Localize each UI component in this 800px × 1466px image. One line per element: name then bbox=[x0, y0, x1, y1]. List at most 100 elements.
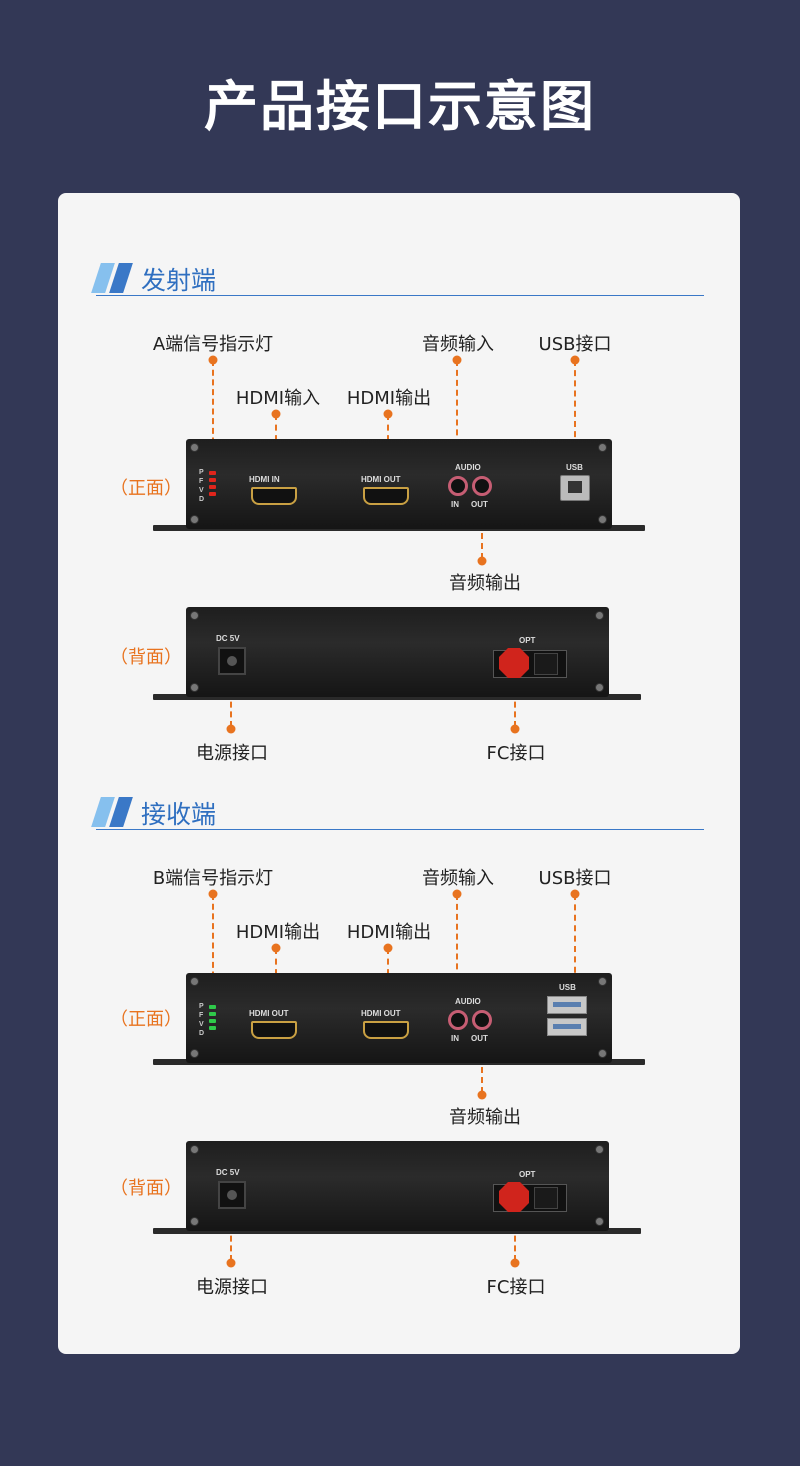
screw-icon bbox=[190, 683, 199, 692]
indicator-leds bbox=[209, 471, 216, 499]
led-letter: D bbox=[199, 1030, 205, 1037]
callout-dot bbox=[226, 724, 236, 734]
power-callout: 电源接口 bbox=[196, 1277, 268, 1298]
audio-jack-icon bbox=[448, 476, 468, 496]
screw-icon bbox=[598, 977, 607, 986]
audio-out-callout: 音频输出 bbox=[449, 573, 521, 594]
hdmi1-callout: HDMI输出 bbox=[235, 922, 321, 943]
callout-line bbox=[574, 894, 576, 1004]
section-title: 发射端 bbox=[141, 266, 217, 295]
mounting-flange bbox=[153, 1228, 641, 1234]
hdmi2-callout: HDMI输出 bbox=[346, 922, 432, 943]
front-view-label: （正面） bbox=[110, 478, 182, 499]
led-letter: F bbox=[199, 478, 204, 485]
audio-jack-icon bbox=[472, 1010, 492, 1030]
screw-icon bbox=[190, 443, 199, 452]
usb-a-icon bbox=[547, 1018, 587, 1036]
audio-text: AUDIO bbox=[455, 463, 481, 472]
hdmi1-callout: HDMI输入 bbox=[235, 388, 321, 409]
transmitter-front-panel: P F V D HDMI IN HDMI OUT AUDIO IN OUT US… bbox=[186, 439, 612, 529]
fc-cap-icon bbox=[499, 1182, 529, 1212]
callout-dot bbox=[226, 1258, 236, 1268]
screw-icon bbox=[190, 515, 199, 524]
hdmi-port-icon bbox=[251, 487, 297, 505]
callout-dot bbox=[510, 724, 520, 734]
screw-icon bbox=[190, 977, 199, 986]
opt-text: OPT bbox=[519, 636, 536, 645]
dc-text: DC 5V bbox=[216, 1168, 240, 1177]
usb-text: USB bbox=[566, 463, 583, 472]
section-header-receiver: 接收端 bbox=[91, 791, 704, 831]
indicator-callout: A端信号指示灯 bbox=[152, 334, 274, 355]
led-letter: V bbox=[199, 1021, 204, 1028]
usb-text: USB bbox=[559, 983, 576, 992]
audio-in-callout: 音频输入 bbox=[422, 868, 494, 889]
led-letter: P bbox=[199, 1003, 204, 1010]
audio-in-callout: 音频输入 bbox=[422, 334, 494, 355]
hdmi-port-icon bbox=[363, 1021, 409, 1039]
audio-in-text: IN bbox=[451, 1034, 459, 1043]
led-letter: F bbox=[199, 1012, 204, 1019]
page-title: 产品接口示意图 bbox=[204, 75, 596, 138]
audio-in-text: IN bbox=[451, 500, 459, 509]
usb-callout: USB接口 bbox=[538, 334, 612, 355]
receiver-back-panel: DC 5V OPT bbox=[186, 1141, 609, 1231]
led-letter: P bbox=[199, 469, 204, 476]
usb-a-icon bbox=[547, 996, 587, 1014]
hdmi-port-text: HDMI OUT bbox=[361, 475, 401, 484]
led-letter: D bbox=[199, 496, 205, 503]
audio-text: AUDIO bbox=[455, 997, 481, 1006]
hdmi-port-icon bbox=[251, 1021, 297, 1039]
hdmi-port-text: HDMI IN bbox=[249, 475, 280, 484]
audio-jack-icon bbox=[448, 1010, 468, 1030]
callout-line bbox=[456, 360, 458, 485]
callout-dot bbox=[477, 556, 487, 566]
led-icon bbox=[209, 492, 216, 496]
fc-cap-icon bbox=[499, 648, 529, 678]
hdmi-port-text: HDMI OUT bbox=[249, 1009, 289, 1018]
screw-icon bbox=[595, 1145, 604, 1154]
mounting-flange bbox=[153, 694, 641, 700]
callout-line bbox=[212, 894, 214, 1026]
callout-line bbox=[574, 360, 576, 488]
dc-text: DC 5V bbox=[216, 634, 240, 643]
led-icon bbox=[209, 1012, 216, 1016]
led-icon bbox=[209, 1026, 216, 1030]
audio-jack-icon bbox=[472, 476, 492, 496]
led-icon bbox=[209, 1019, 216, 1023]
led-icon bbox=[209, 478, 216, 482]
indicator-callout: B端信号指示灯 bbox=[152, 868, 274, 889]
fc-callout: FC接口 bbox=[486, 1277, 546, 1298]
screw-icon bbox=[598, 515, 607, 524]
screw-icon bbox=[190, 1049, 199, 1058]
audio-out-callout: 音频输出 bbox=[449, 1107, 521, 1128]
section-divider bbox=[96, 829, 704, 830]
screw-icon bbox=[190, 1145, 199, 1154]
power-callout: 电源接口 bbox=[196, 743, 268, 764]
led-icon bbox=[209, 485, 216, 489]
led-icon bbox=[209, 1005, 216, 1009]
back-view-label: （背面） bbox=[110, 1178, 182, 1199]
front-view-label: （正面） bbox=[110, 1009, 182, 1030]
led-letter: V bbox=[199, 487, 204, 494]
hdmi2-callout: HDMI输出 bbox=[346, 388, 432, 409]
callout-dot bbox=[477, 1090, 487, 1100]
section-divider bbox=[96, 295, 704, 296]
dc-jack-icon bbox=[218, 647, 246, 675]
led-icon bbox=[209, 471, 216, 475]
indicator-leds bbox=[209, 1005, 216, 1033]
screw-icon bbox=[190, 1217, 199, 1226]
screw-icon bbox=[595, 611, 604, 620]
receiver-front-panel: P F V D HDMI OUT HDMI OUT AUDIO IN OUT U… bbox=[186, 973, 612, 1063]
screw-icon bbox=[595, 1217, 604, 1226]
section-header-transmitter: 发射端 bbox=[91, 257, 704, 297]
opt-text: OPT bbox=[519, 1170, 536, 1179]
screw-icon bbox=[190, 611, 199, 620]
optical-hole-icon bbox=[534, 653, 558, 675]
callout-line bbox=[212, 360, 214, 492]
screw-icon bbox=[595, 683, 604, 692]
content-card: 发射端 A端信号指示灯 HDMI输入 HDMI输出 音频输入 USB接口 音频输… bbox=[58, 193, 740, 1354]
screw-icon bbox=[598, 1049, 607, 1058]
dc-jack-icon bbox=[218, 1181, 246, 1209]
audio-out-text: OUT bbox=[471, 1034, 488, 1043]
